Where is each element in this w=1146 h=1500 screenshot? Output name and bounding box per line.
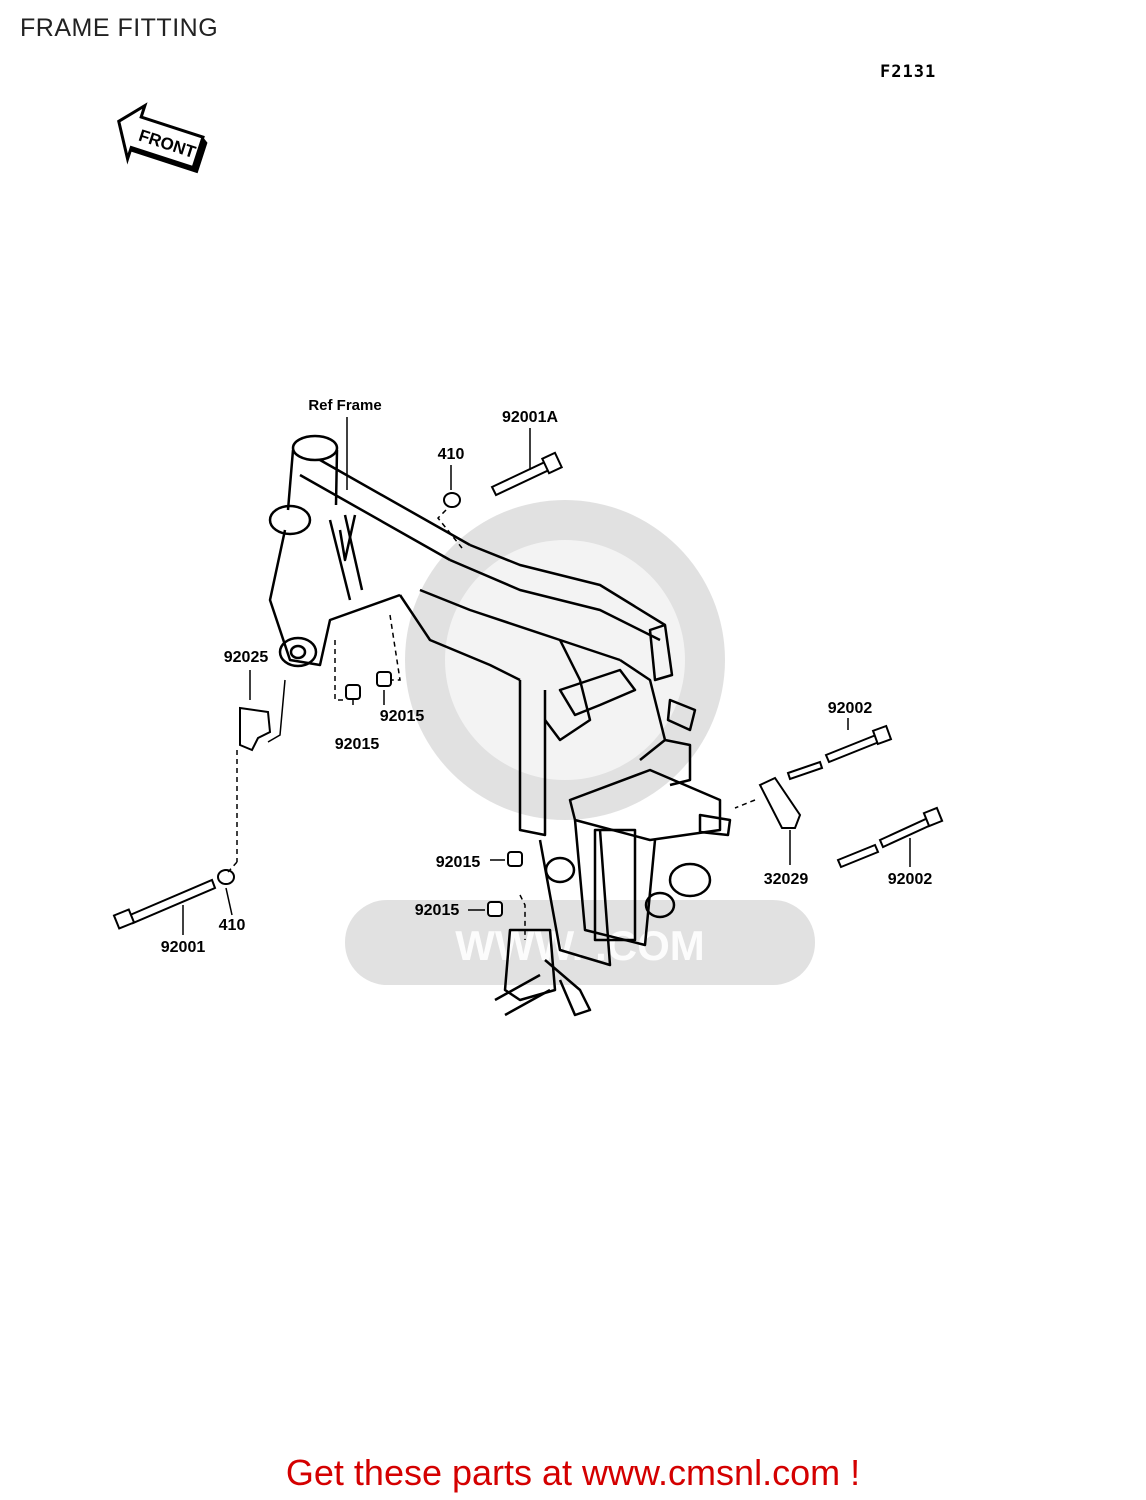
label-92015-a: 92015 bbox=[335, 736, 380, 753]
label-92001: 92001 bbox=[161, 939, 206, 956]
nut-92015-b-icon bbox=[376, 671, 392, 687]
label-92002-bottom: 92002 bbox=[888, 871, 933, 888]
label-410-top: 410 bbox=[438, 446, 465, 463]
frame-drawing bbox=[268, 434, 732, 1017]
bracket-32029-icon bbox=[758, 776, 802, 829]
washer-410-bottom-icon bbox=[217, 869, 235, 885]
bolt-92002-bottom-icon bbox=[836, 806, 944, 869]
footer-link[interactable]: Get these parts at www.cmsnl.com ! bbox=[285, 1452, 861, 1493]
washer-410-top-icon bbox=[443, 492, 461, 508]
label-92015-b: 92015 bbox=[380, 708, 425, 725]
watermark: WWW. .COM bbox=[345, 500, 815, 985]
nut-92015-c-icon bbox=[507, 851, 523, 867]
nut-92015-a-icon bbox=[345, 684, 361, 700]
bolt-92002-top-icon bbox=[786, 724, 893, 781]
figure-code: F2131 bbox=[880, 62, 937, 82]
part-labels: Ref Frame 92001A 410 92025 92015 92015 9… bbox=[161, 397, 933, 956]
label-32029: 32029 bbox=[764, 871, 809, 888]
label-410-bottom: 410 bbox=[219, 917, 246, 934]
fasteners bbox=[112, 451, 944, 930]
plate-92025-icon bbox=[239, 706, 272, 752]
nut-92015-d-icon bbox=[487, 901, 503, 917]
bolt-92001a-icon bbox=[490, 451, 564, 497]
label-92002-top: 92002 bbox=[828, 700, 873, 717]
front-arrow-icon: FRONT bbox=[117, 102, 208, 174]
label-ref-frame: Ref Frame bbox=[308, 397, 381, 414]
label-92001a: 92001A bbox=[502, 409, 558, 426]
leader-lines bbox=[182, 417, 911, 940]
label-92025: 92025 bbox=[224, 649, 269, 666]
bolt-92001-icon bbox=[112, 878, 217, 930]
label-92015-d: 92015 bbox=[415, 902, 460, 919]
page-title: FRAME FITTING bbox=[20, 14, 219, 42]
label-92015-c: 92015 bbox=[436, 854, 481, 871]
watermark-text: WWW. .COM bbox=[455, 922, 705, 969]
